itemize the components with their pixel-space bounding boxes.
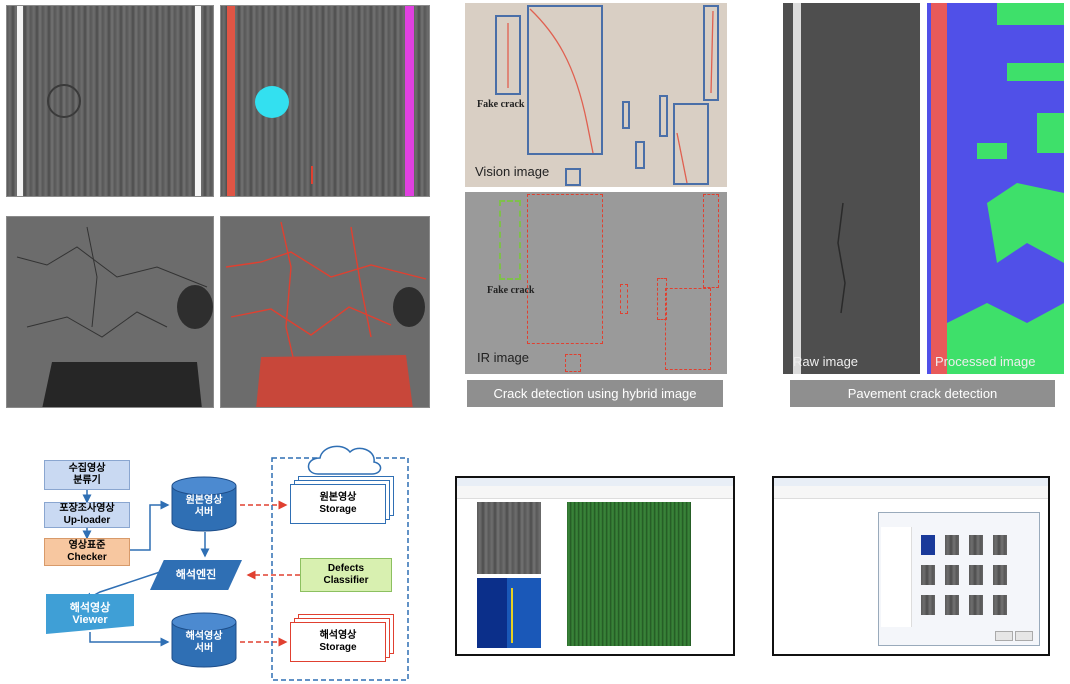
viewer-app-window <box>455 476 735 656</box>
crack-mark <box>311 166 313 184</box>
crack-lines <box>16 226 213 407</box>
processed-image-label: Processed image <box>935 354 1036 369</box>
pavement-processed-image-2 <box>220 216 430 408</box>
classified-image-preview <box>477 578 541 648</box>
lane-marking-detected <box>227 6 235 196</box>
file-thumb <box>945 595 959 615</box>
file-thumb <box>945 535 959 555</box>
vision-image-label: Vision image <box>475 164 550 179</box>
crack-overlay <box>225 221 427 407</box>
file-thumb <box>945 565 959 585</box>
result-storage-node: 해석영상 Storage <box>290 622 386 662</box>
original-storage-node: 원본영상 Storage <box>290 484 386 524</box>
raw-image-preview <box>477 502 541 574</box>
detection-box <box>673 103 709 185</box>
lane-marking <box>17 6 23 196</box>
collect-classifier-node: 수집영상 분류기 <box>44 460 130 490</box>
detection-box <box>703 194 719 288</box>
pavement-caption: Pavement crack detection <box>790 380 1055 407</box>
lane-marking-detected <box>405 6 414 196</box>
pavement-raw-image-2 <box>6 216 214 408</box>
analysis-engine-node: 해석엔진 <box>150 560 242 590</box>
detection-box <box>635 141 645 169</box>
file-thumb <box>921 595 935 615</box>
window-titlebar <box>774 478 1048 486</box>
fake-crack-label: Fake crack <box>487 285 535 296</box>
crack-trace <box>507 8 714 184</box>
window-titlebar <box>457 478 733 486</box>
raw-pavement-image: Raw image <box>783 3 920 374</box>
file-thumb <box>993 535 1007 555</box>
detection-box <box>620 284 628 314</box>
viewer-node: 해석영상 Viewer <box>46 594 134 634</box>
detection-box <box>565 354 581 372</box>
toolbar-strip <box>774 486 1048 499</box>
crack-regions <box>947 3 1064 374</box>
checker-node: 영상표준 Checker <box>44 538 130 566</box>
pavement-processed-image-1 <box>220 5 430 197</box>
detection-box <box>527 194 603 344</box>
system-flow-diagram: 수집영상 분류기 포장조사영상 Up-loader 영상표준 Checker 해… <box>0 420 440 684</box>
file-thumb <box>993 595 1007 615</box>
uploader-node: 포장조사영상 Up-loader <box>44 502 130 528</box>
detection-box <box>703 5 719 101</box>
detection-box <box>565 168 581 186</box>
lane-marking <box>793 3 801 374</box>
file-thumb <box>969 595 983 615</box>
crack-map-view <box>567 502 691 646</box>
manhole-ring <box>47 84 81 118</box>
detection-box <box>499 200 521 280</box>
hybrid-caption: Crack detection using hybrid image <box>467 380 723 407</box>
dialog-sidebar <box>881 527 912 627</box>
processed-pavement-image: Processed image <box>927 3 1064 374</box>
result-image-server: 해석영상 서버 <box>170 612 238 668</box>
crack-lines <box>837 202 846 314</box>
ir-image-label: IR image <box>477 350 530 365</box>
lane-detected <box>931 3 947 374</box>
detection-box <box>495 15 521 95</box>
raw-image-label: Raw image <box>793 354 859 369</box>
file-thumb <box>921 535 935 555</box>
detection-box <box>665 288 711 370</box>
fake-crack-label: Fake crack <box>477 99 525 110</box>
toolbar-strip <box>457 486 733 499</box>
detection-box <box>527 5 603 155</box>
file-dialog <box>878 512 1040 646</box>
detection-box <box>622 101 630 129</box>
file-thumb <box>921 565 935 585</box>
file-thumb <box>969 535 983 555</box>
manhole-detected <box>255 86 289 118</box>
file-browser-window <box>772 476 1050 656</box>
detection-box <box>659 95 668 137</box>
lane-marking <box>195 6 201 196</box>
original-image-server: 원본영상 서버 <box>170 476 238 532</box>
pavement-raw-image-1 <box>6 5 214 197</box>
file-thumb <box>993 565 1007 585</box>
open-button[interactable] <box>995 631 1013 641</box>
ir-image: Fake crack IR image <box>465 192 727 374</box>
file-thumb <box>969 565 983 585</box>
defects-classifier-node: Defects Classifier <box>300 558 392 592</box>
cancel-button[interactable] <box>1015 631 1033 641</box>
detection-box <box>657 278 667 320</box>
vision-image: Fake crack Vision image <box>465 3 727 187</box>
